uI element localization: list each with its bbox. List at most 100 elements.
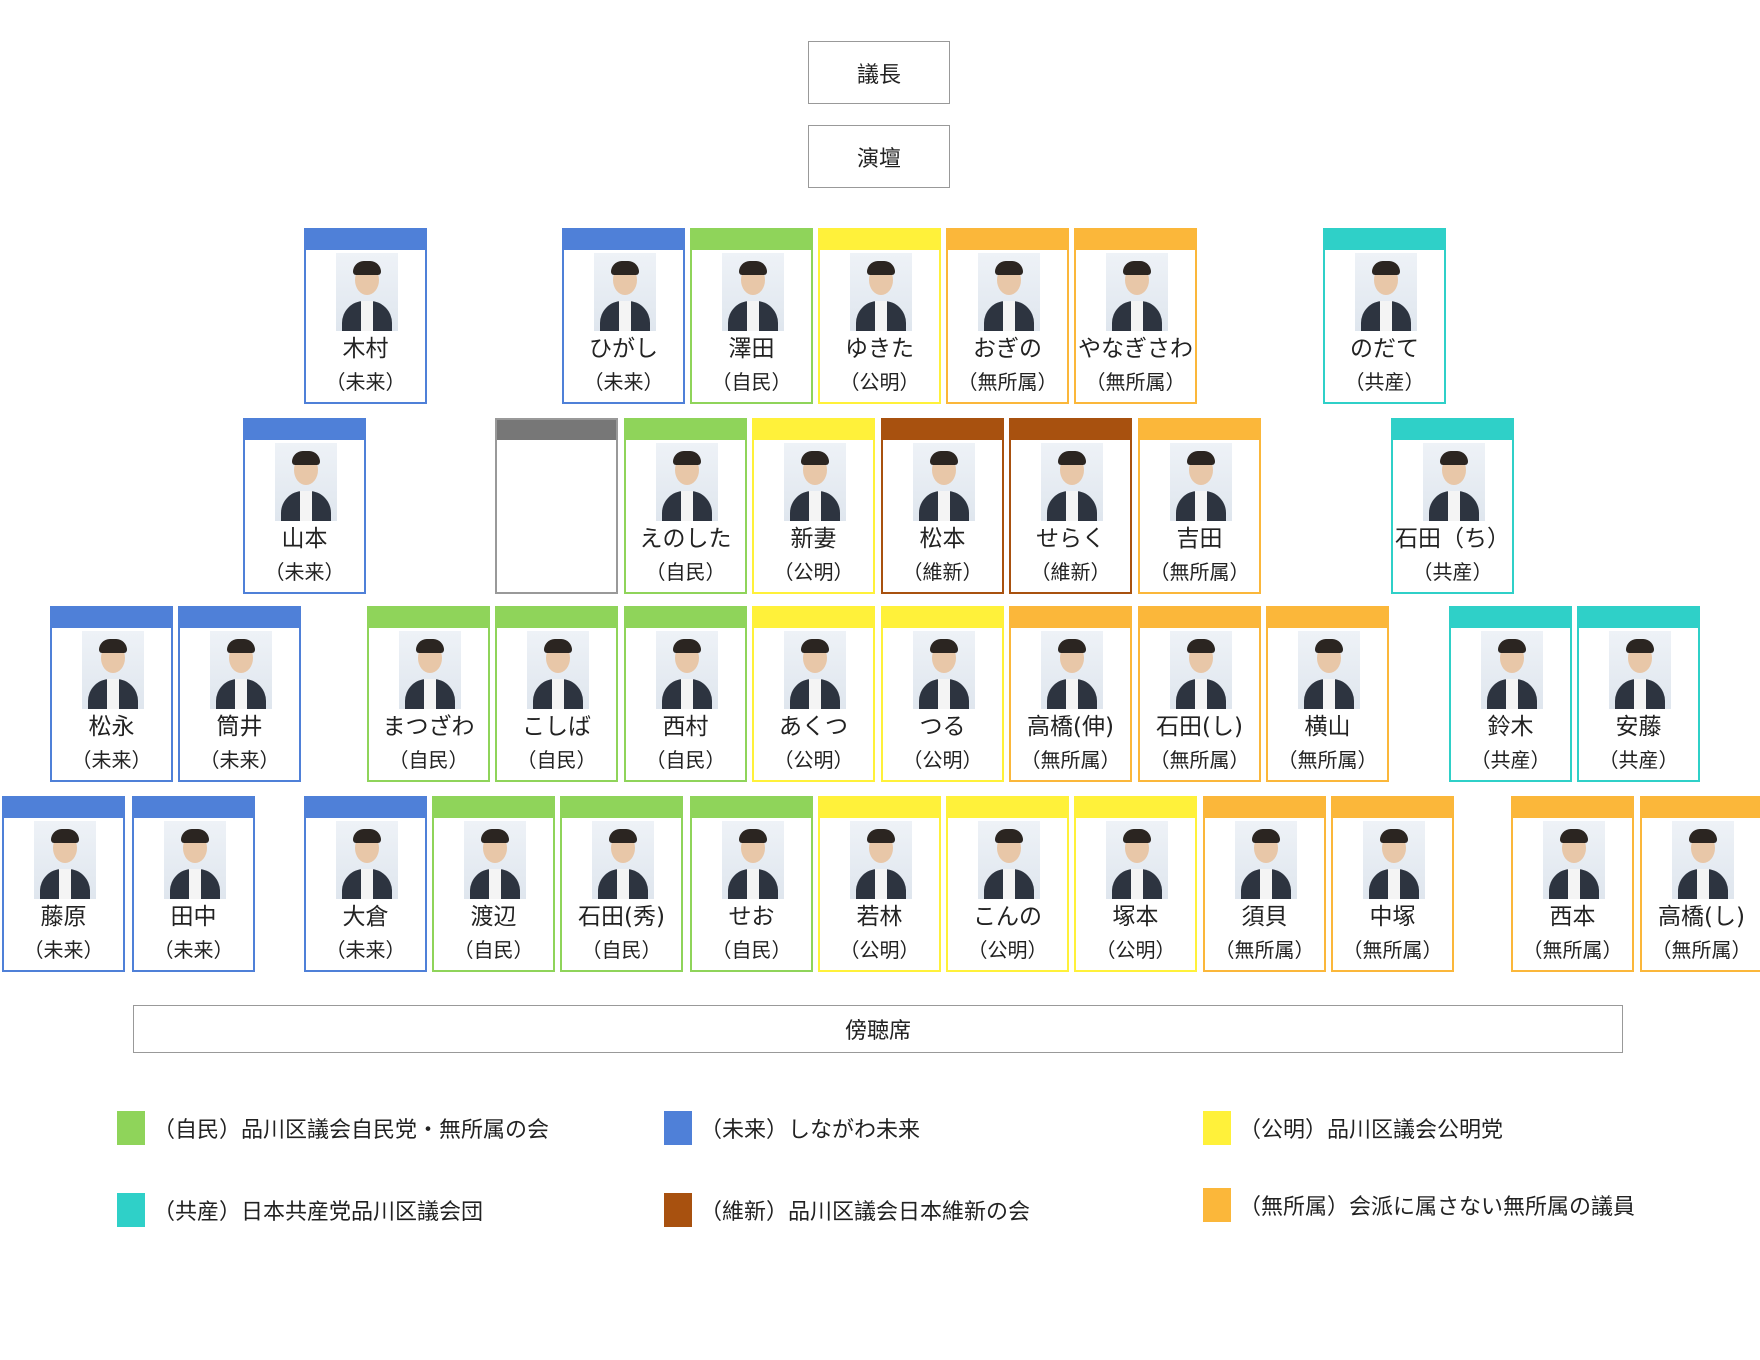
photo-hair	[1252, 829, 1280, 843]
member-name: やなぎさわ	[1078, 336, 1193, 362]
seat: 安藤（共産）	[1577, 606, 1700, 782]
member-name: 高橋(伸)	[1027, 714, 1114, 740]
legend-swatch-komei	[1203, 1111, 1231, 1145]
member-name: 松本	[919, 526, 966, 552]
member-group: （維新）	[902, 560, 983, 584]
photo-shirt	[1131, 869, 1143, 899]
member-name: 大倉	[342, 904, 389, 930]
member-name: こしば	[522, 714, 591, 740]
member-photo	[1170, 443, 1232, 521]
member-name: 石田（ち）	[1395, 526, 1510, 552]
seat: 西本（無所属）	[1511, 796, 1634, 972]
seat: 石田（ち）（共産）	[1391, 418, 1514, 594]
member-group: （無所属）	[1149, 748, 1250, 772]
legend-label-ishin: （維新）品川区議会日本維新の会	[700, 1200, 1031, 1225]
photo-shirt	[681, 491, 693, 521]
seat: 山本（未来）	[243, 418, 366, 594]
seat-party-bar	[692, 798, 811, 818]
photo-hair	[227, 639, 255, 653]
member-photo	[1355, 253, 1417, 331]
member-group: （無所属）	[957, 370, 1058, 394]
photo-shirt	[1568, 869, 1580, 899]
member-photo	[1298, 631, 1360, 709]
photo-hair	[99, 639, 127, 653]
seat-party-bar	[1268, 608, 1387, 628]
member-group: （無所属）	[1085, 370, 1186, 394]
photo-hair	[867, 261, 895, 275]
photo-shirt	[1448, 491, 1460, 521]
member-group: （自民）	[516, 748, 597, 772]
photo-shirt	[189, 869, 201, 899]
photo-shirt	[809, 679, 821, 709]
member-group: （公明）	[839, 938, 920, 962]
photo-hair	[1123, 261, 1151, 275]
podium-box: 演壇	[808, 125, 950, 188]
legend-swatch-ishin	[664, 1193, 692, 1227]
member-group: （未来）	[583, 370, 664, 394]
photo-shirt	[1634, 679, 1646, 709]
chair-label: 議長	[856, 62, 901, 88]
member-group: （自民）	[581, 938, 662, 962]
photo-hair	[867, 829, 895, 843]
legend-item-jimin: （自民）品川区議会自民党・無所属の会	[117, 1110, 549, 1146]
member-group: （無所属）	[1214, 938, 1315, 962]
seat-party-bar	[626, 420, 745, 440]
seat-party-bar	[306, 798, 425, 818]
seat: 須貝（無所属）	[1203, 796, 1326, 972]
seat: せお（自民）	[690, 796, 813, 972]
seat-party-bar	[1642, 798, 1760, 818]
member-photo	[1543, 821, 1605, 899]
member-group: （未来）	[23, 938, 104, 962]
photo-shirt	[107, 679, 119, 709]
member-photo	[82, 631, 144, 709]
seat: 若林（公明）	[818, 796, 941, 972]
member-name: 中塚	[1369, 904, 1416, 930]
legend-swatch-mushozoku	[1203, 1188, 1231, 1222]
photo-hair	[995, 261, 1023, 275]
member-photo	[978, 253, 1040, 331]
legend-swatch-kyosan	[117, 1193, 145, 1227]
member-photo	[1106, 821, 1168, 899]
seat-party-bar	[948, 798, 1067, 818]
seat-party-bar	[1325, 230, 1444, 250]
member-name: えのした	[639, 526, 732, 552]
member-group: （未来）	[264, 560, 345, 584]
seat: 高橋(し)（無所属）	[1640, 796, 1760, 972]
member-photo	[275, 443, 337, 521]
legend-label-kyosan: （共産）日本共産党品川区議会団	[153, 1200, 484, 1225]
member-name: ゆきた	[845, 336, 914, 362]
member-group: （自民）	[711, 938, 792, 962]
photo-shirt	[1003, 301, 1015, 331]
seat-party-bar	[306, 230, 425, 250]
photo-shirt	[1066, 491, 1078, 521]
seating-chart: 木村（未来）ひがし（未来）澤田（自民）ゆきた（公明）おぎの（無所属）やなぎさわ（…	[2, 228, 1760, 972]
member-photo	[784, 631, 846, 709]
seat: 藤原（未来）	[2, 796, 125, 972]
member-name: せらく	[1036, 526, 1105, 552]
member-photo	[1041, 631, 1103, 709]
photo-shirt	[1195, 679, 1207, 709]
seat: 中塚（無所属）	[1331, 796, 1454, 972]
photo-hair	[995, 829, 1023, 843]
member-photo	[850, 253, 912, 331]
photo-hair	[1498, 639, 1526, 653]
photo-hair	[416, 639, 444, 653]
member-photo	[1423, 443, 1485, 521]
photo-shirt	[619, 301, 631, 331]
seat-party-bar	[1513, 798, 1632, 818]
photo-shirt	[938, 679, 950, 709]
seat: 渡辺（自民）	[432, 796, 555, 972]
member-group: （維新）	[1030, 560, 1111, 584]
photo-shirt	[1323, 679, 1335, 709]
seat-party-bar	[626, 608, 745, 628]
photo-hair	[930, 451, 958, 465]
photo-hair	[609, 829, 637, 843]
member-group: （公明）	[1095, 938, 1176, 962]
seat: 吉田（無所属）	[1138, 418, 1261, 594]
gallery-box: 傍聴席	[133, 1005, 1623, 1053]
member-photo	[1106, 253, 1168, 331]
member-photo	[978, 821, 1040, 899]
photo-shirt	[1506, 679, 1518, 709]
member-photo	[164, 821, 226, 899]
member-name: 西村	[662, 714, 709, 740]
